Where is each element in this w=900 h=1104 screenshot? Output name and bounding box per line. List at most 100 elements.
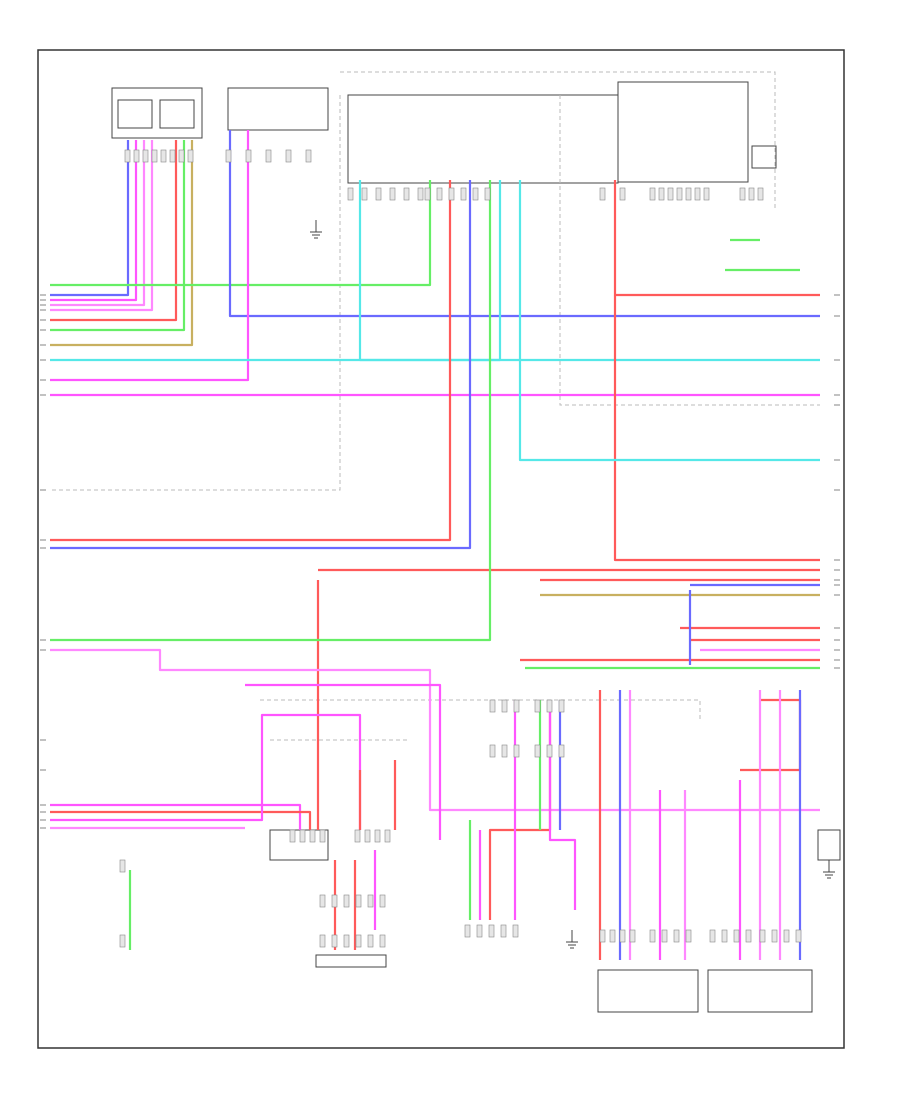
connector-pin-79 — [649, 929, 656, 943]
connector-pin-34 — [703, 187, 710, 201]
ground-symbol-bottom — [566, 930, 578, 949]
wire-red-15 — [613, 295, 820, 562]
connector-pin-36 — [748, 187, 755, 201]
connector-pin-30 — [667, 187, 674, 201]
connector-pin-80 — [661, 929, 668, 943]
wire-magenta-33 — [50, 803, 302, 830]
terminal-ticks — [40, 294, 840, 829]
wire-blue-9 — [228, 130, 820, 318]
connector-pin-71 — [476, 924, 483, 938]
connector-pin-6 — [169, 149, 176, 163]
ground-symbol-top — [310, 220, 322, 239]
wire-cyan-16 — [518, 180, 820, 462]
connector-pin-86 — [745, 929, 752, 943]
connector-pin-72 — [488, 924, 495, 938]
component-right-ecu — [617, 81, 749, 183]
connector-pin-45 — [501, 744, 508, 758]
connector-pin-54 — [354, 829, 361, 843]
wire-olive-7 — [50, 140, 194, 347]
wire-pink-4 — [50, 140, 154, 312]
connector-pin-56 — [374, 829, 381, 843]
connector-pin-53 — [319, 829, 326, 843]
component-top-left-inner-b — [159, 99, 195, 129]
connector-pins — [119, 149, 802, 948]
connector-pin-12 — [285, 149, 292, 163]
connector-pin-62 — [367, 894, 374, 908]
connector-pin-91 — [119, 859, 126, 873]
connector-pin-49 — [558, 744, 565, 758]
connector-pin-51 — [299, 829, 306, 843]
connector-pin-40 — [513, 699, 520, 713]
connector-pin-1 — [124, 149, 131, 163]
connector-pin-76 — [609, 929, 616, 943]
wire-pink-25 — [50, 648, 820, 812]
connector-pin-42 — [546, 699, 553, 713]
connector-pin-44 — [489, 744, 496, 758]
connector-pin-41 — [534, 699, 541, 713]
connector-pin-39 — [501, 699, 508, 713]
diagram-frame — [37, 49, 845, 1049]
connector-pin-3 — [142, 149, 149, 163]
harness-top-rail — [340, 71, 776, 210]
component-center-ecu — [347, 94, 619, 184]
connector-pin-37 — [757, 187, 764, 201]
connector-pin-66 — [343, 934, 350, 948]
wire-red-14 — [613, 180, 820, 297]
connector-pin-85 — [733, 929, 740, 943]
connector-pin-15 — [361, 187, 368, 201]
connector-pin-60 — [343, 894, 350, 908]
connector-pin-9 — [225, 149, 232, 163]
connector-pin-31 — [676, 187, 683, 201]
connector-pin-43 — [558, 699, 565, 713]
connector-pin-69 — [379, 934, 386, 948]
connector-pin-4 — [151, 149, 158, 163]
connector-pin-35 — [739, 187, 746, 201]
wire-green-8 — [50, 180, 432, 287]
connector-pin-92 — [119, 934, 126, 948]
wire-magenta-35 — [50, 713, 362, 830]
connector-pin-58 — [319, 894, 326, 908]
connector-pin-38 — [489, 699, 496, 713]
connector-pin-59 — [331, 894, 338, 908]
connector-pin-25 — [484, 187, 491, 201]
connector-pin-90 — [795, 929, 802, 943]
connector-pin-26 — [599, 187, 606, 201]
connector-pin-13 — [305, 149, 312, 163]
connector-pin-52 — [309, 829, 316, 843]
connector-pin-18 — [403, 187, 410, 201]
component-bottom-right-module-2 — [707, 969, 813, 1013]
connector-pin-5 — [160, 149, 167, 163]
ground-symbols — [310, 220, 835, 949]
connector-pin-10 — [245, 149, 252, 163]
connector-pin-27 — [619, 187, 626, 201]
wire-red-34 — [50, 810, 312, 830]
connector-pin-32 — [685, 187, 692, 201]
connector-pin-88 — [771, 929, 778, 943]
connector-pin-68 — [367, 934, 374, 948]
connector-pin-63 — [379, 894, 386, 908]
connector-pin-84 — [721, 929, 728, 943]
connector-pin-82 — [685, 929, 692, 943]
wire-magenta-10 — [50, 130, 250, 382]
wire-magenta-2 — [50, 140, 138, 302]
wire-pink-3 — [50, 140, 146, 307]
connector-pin-14 — [347, 187, 354, 201]
wire-blue-1 — [50, 140, 130, 297]
wire-green-24 — [50, 180, 492, 642]
component-connector-mid-bottom — [315, 954, 387, 968]
connector-pin-28 — [649, 187, 656, 201]
connector-pin-89 — [783, 929, 790, 943]
connector-pin-47 — [534, 744, 541, 758]
wire-red-49 — [740, 698, 802, 772]
connector-pin-77 — [619, 929, 626, 943]
connector-pin-48 — [546, 744, 553, 758]
connector-pin-20 — [424, 187, 431, 201]
harness-right-upper — [559, 95, 820, 406]
connector-pin-65 — [331, 934, 338, 948]
connector-pin-21 — [436, 187, 443, 201]
connector-pin-78 — [629, 929, 636, 943]
wire-green-6 — [50, 140, 186, 332]
connector-pin-61 — [355, 894, 362, 908]
